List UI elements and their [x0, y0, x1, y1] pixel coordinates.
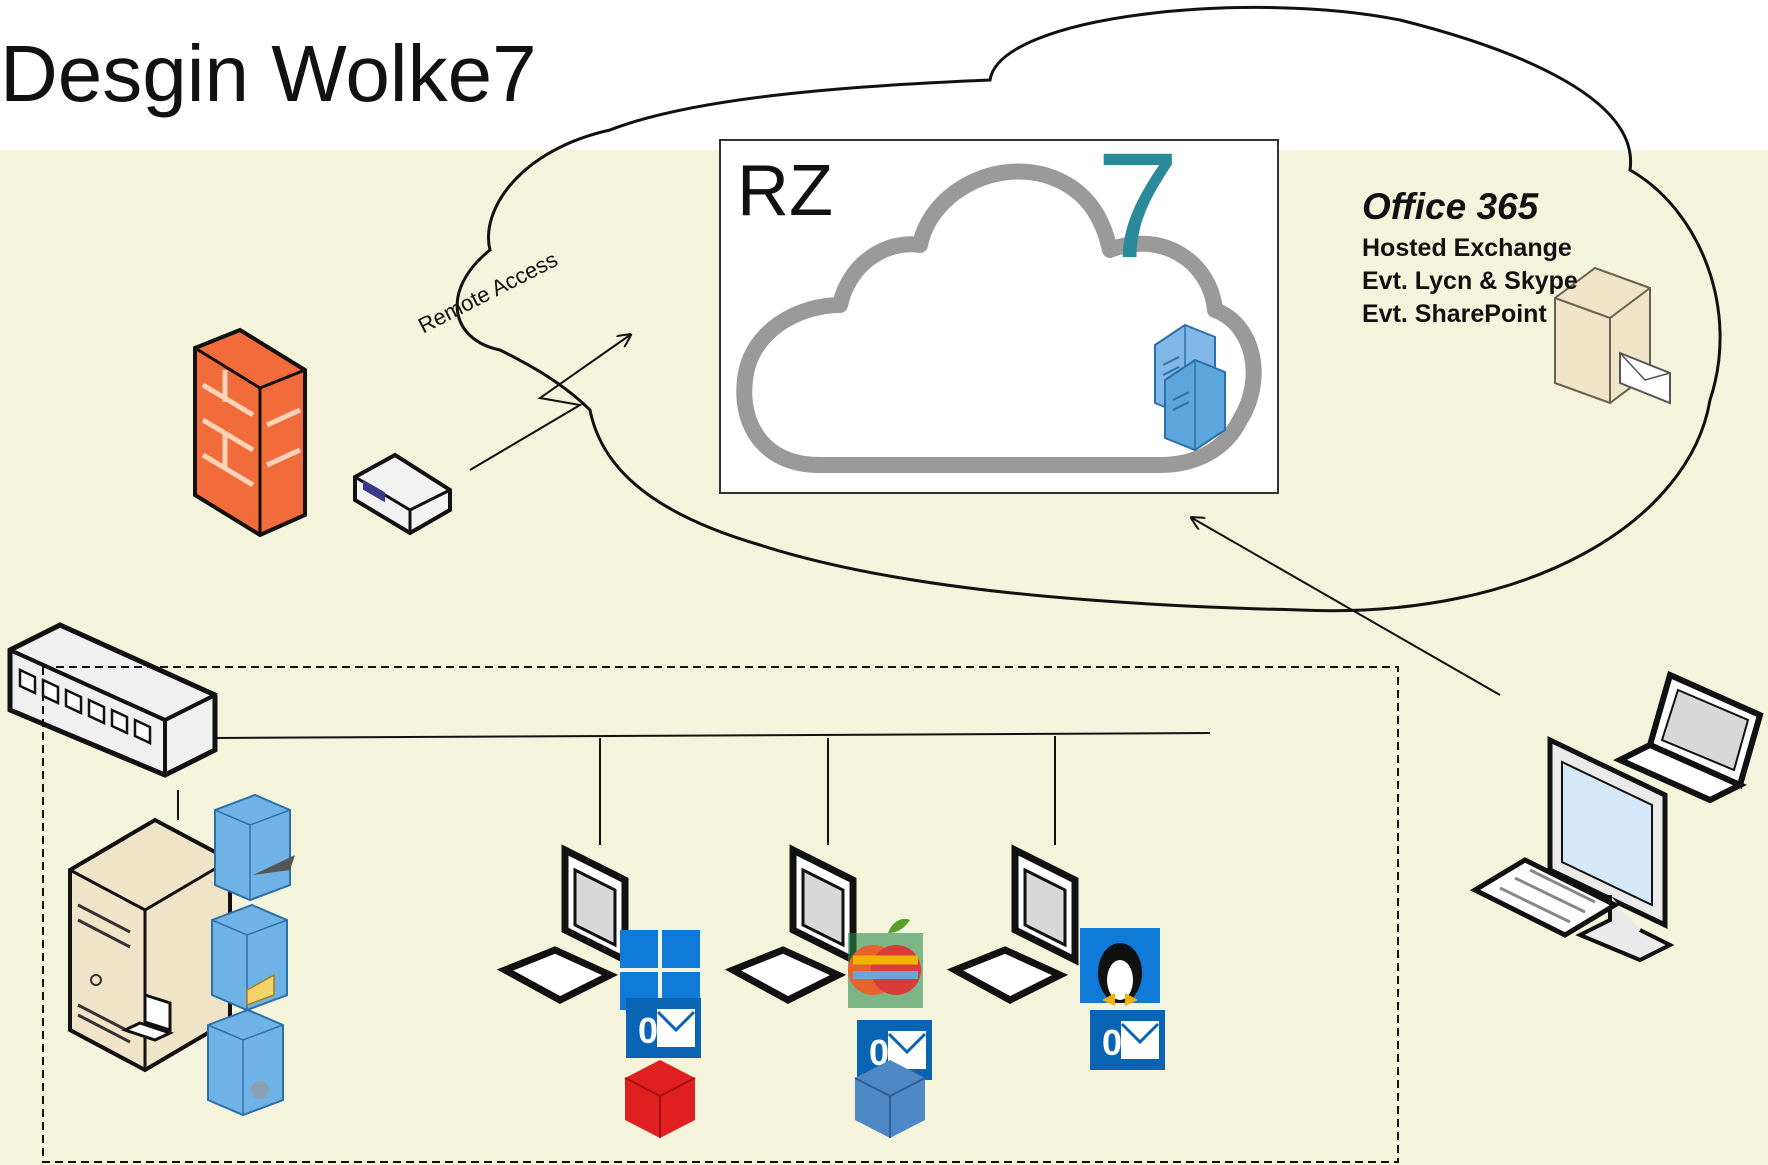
office365-title: Office 365: [1362, 186, 1539, 227]
workstation-icon: [496, 844, 629, 1004]
remote-access-link: [469, 335, 630, 471]
keyboard-icon: [1469, 857, 1621, 938]
cloud-icon: [736, 163, 1262, 473]
office365-line: Evt. Lycn & Skype: [1362, 267, 1578, 295]
server-tower-icon: [68, 817, 232, 1073]
office365-line: Hosted Exchange: [1362, 234, 1572, 262]
outlook-icon: 0: [626, 998, 701, 1058]
server-icon: [214, 793, 295, 902]
svg-text:0: 0: [638, 1010, 658, 1051]
workstation-icon: [120, 992, 175, 1042]
diagram-title: Desgin Wolke7: [0, 29, 537, 118]
lan-bus: [177, 732, 1211, 845]
apple-logo-icon: [848, 918, 923, 1008]
server-icon: [211, 903, 288, 1012]
office365-label-block: Office 365 Hosted Exchange Evt. Lycn & S…: [1362, 186, 1578, 331]
server-icon: [207, 1008, 284, 1117]
svg-text:0: 0: [869, 1032, 889, 1073]
laptop-icon: [1612, 670, 1764, 804]
firewall-icon: [193, 327, 307, 538]
switch-icon: [7, 622, 218, 778]
lan-boundary: [42, 666, 1399, 1163]
router-icon: [353, 452, 452, 536]
office-cube-icon: [854, 1060, 926, 1138]
external-access-link: [1192, 518, 1501, 696]
mail-server-icon: [1554, 266, 1671, 405]
svg-text:0: 0: [1102, 1022, 1122, 1063]
monitor-icon: [1547, 736, 1675, 963]
outlook-icon: 0: [1090, 1010, 1165, 1070]
outer-cloud-shape: [455, 5, 1722, 613]
brand-number: 7: [1096, 121, 1180, 289]
office-cube-icon: [624, 1060, 696, 1138]
datacenter-label: RZ: [737, 151, 833, 231]
workstation-icon: [946, 844, 1079, 1004]
server-icon: [1164, 358, 1226, 452]
office365-line: Evt. SharePoint: [1362, 300, 1547, 328]
linux-logo-icon: [1080, 928, 1160, 1006]
